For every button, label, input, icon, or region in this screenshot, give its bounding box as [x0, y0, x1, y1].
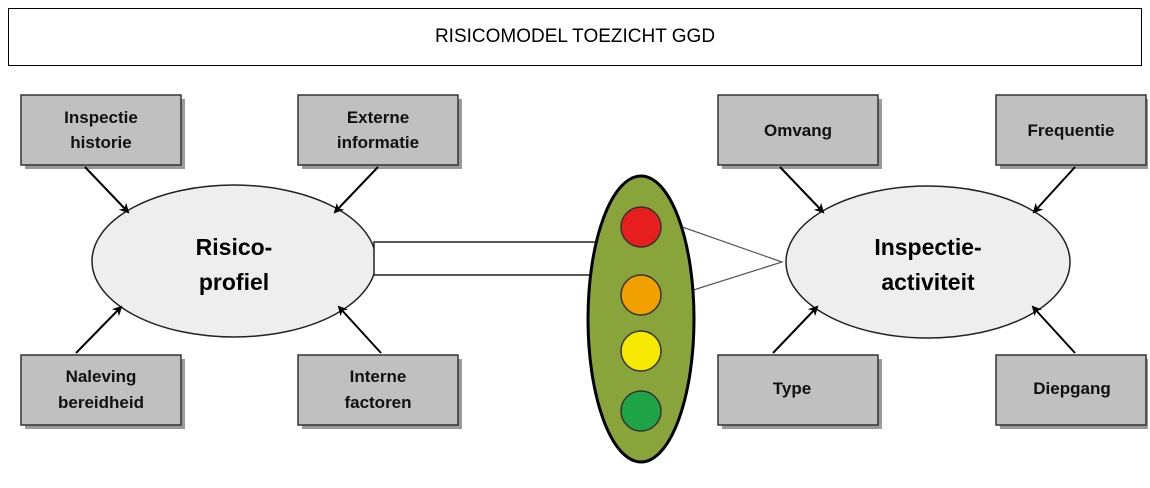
arrow-diepgang-to-activiteit	[1031, 305, 1076, 354]
ellipse-label-line: Risico-	[196, 234, 273, 260]
box-type: Type	[717, 354, 882, 429]
box-interne-factoren: Interne factoren	[297, 354, 462, 429]
box-label-line: Omvang	[764, 121, 832, 140]
ellipse-risicoprofiel: Risico- profiel	[91, 184, 377, 338]
traffic-light-green	[620, 390, 662, 432]
ellipse-inspectieactiviteit: Inspectie- activiteit	[785, 185, 1071, 339]
box-label-line: Naleving	[66, 367, 137, 386]
arrow-omvang-to-activiteit	[779, 166, 825, 214]
box-label-line: Frequentie	[1028, 121, 1115, 140]
ellipse-label-line: profiel	[199, 269, 269, 295]
arrow-naleving-to-profiel	[75, 305, 123, 354]
box-omvang: Omvang	[717, 94, 882, 169]
box-frequentie: Frequentie	[995, 94, 1148, 169]
arrow-historie-to-profiel	[84, 166, 130, 214]
box-externe-informatie: Externe informatie	[297, 94, 462, 169]
box-naleving-bereidheid: Naleving bereidheid	[20, 354, 185, 429]
box-label-line: historie	[70, 133, 131, 152]
box-label-line: Diepgang	[1033, 379, 1110, 398]
connector-bar	[373, 241, 615, 276]
arrow-externe-to-profiel	[333, 166, 379, 214]
box-label-line: Interne	[350, 367, 407, 386]
box-label-line: Inspectie	[64, 108, 138, 127]
traffic-light-housing	[586, 174, 696, 464]
box-inspectie-historie: Inspectie historie	[20, 94, 185, 169]
arrow-frequentie-to-activiteit	[1032, 166, 1076, 214]
traffic-light-red	[620, 206, 662, 248]
arrow-interne-to-profiel	[337, 305, 382, 354]
ellipse-label-line: Inspectie-	[874, 234, 981, 260]
traffic-light-yellow	[620, 330, 662, 372]
arrow-type-to-activiteit	[772, 305, 819, 354]
ellipse-label-line: activiteit	[881, 269, 975, 295]
box-label-line: factoren	[344, 393, 411, 412]
box-label-line: bereidheid	[58, 393, 144, 412]
box-label-line: Type	[773, 379, 811, 398]
traffic-light-orange	[620, 274, 662, 316]
diagram-title: RISICOMODEL TOEZICHT GGD	[8, 8, 1142, 66]
box-diepgang: Diepgang	[995, 354, 1148, 429]
traffic-light	[586, 174, 696, 464]
box-label-line: informatie	[337, 133, 419, 152]
box-label-line: Externe	[347, 108, 409, 127]
